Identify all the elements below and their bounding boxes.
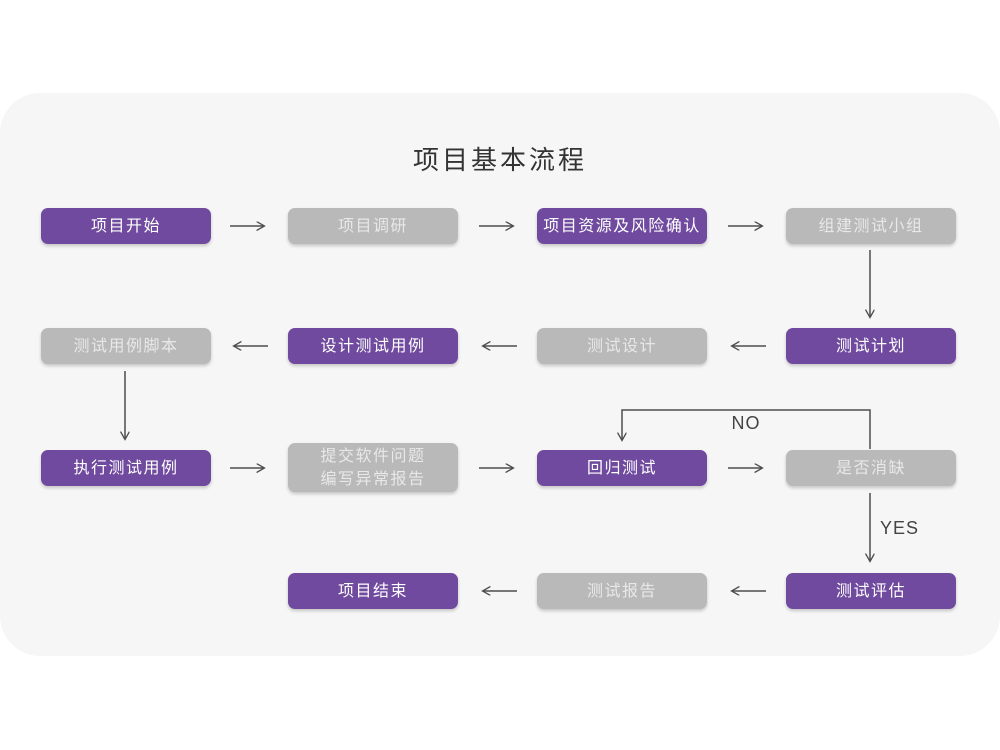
node-test-evaluation: 测试评估 (786, 573, 956, 609)
node-label: 设计测试用例 (320, 337, 426, 355)
node-label: 测试用例脚本 (73, 337, 179, 355)
node-label: 回归测试 (586, 459, 657, 477)
page-title: 项目基本流程 (412, 145, 587, 175)
node-label: 项目开始 (90, 217, 161, 235)
node-execute-test-case: 执行测试用例 (41, 450, 211, 486)
node-label: 测试设计 (586, 337, 657, 355)
node-test-report: 测试报告 (537, 573, 707, 609)
node-test-case-script: 测试用例脚本 (41, 328, 211, 364)
yes-branch-label: YES (880, 518, 920, 538)
node-label: 测试报告 (586, 582, 657, 600)
node-test-design: 测试设计 (537, 328, 707, 364)
node-project-research: 项目调研 (288, 208, 458, 244)
node-label: 提交软件问题 编写异常报告 (320, 447, 426, 488)
node-label: 项目结束 (337, 582, 408, 600)
node-test-plan: 测试计划 (786, 328, 956, 364)
flowchart-card (0, 93, 1000, 656)
node-label: 项目资源及风险确认 (543, 217, 701, 235)
node-project-start: 项目开始 (41, 208, 211, 244)
node-label: 测试评估 (835, 582, 906, 600)
node-label: 执行测试用例 (73, 459, 179, 477)
node-build-test-team: 组建测试小组 (786, 208, 956, 244)
node-defect-cleared: 是否消缺 (786, 450, 956, 486)
node-submit-issue-report: 提交软件问题 编写异常报告 (288, 443, 458, 492)
node-project-end: 项目结束 (288, 573, 458, 609)
arrow-no-loop (622, 409, 871, 449)
node-label: 测试计划 (835, 337, 906, 355)
node-resource-risk-confirm: 项目资源及风险确认 (537, 208, 707, 244)
node-design-test-case: 设计测试用例 (288, 328, 458, 364)
node-label: 项目调研 (337, 217, 408, 235)
node-label: 是否消缺 (835, 459, 906, 477)
node-label: 组建测试小组 (818, 217, 924, 235)
no-branch-label: NO (731, 413, 761, 433)
node-regression-test: 回归测试 (537, 450, 707, 486)
